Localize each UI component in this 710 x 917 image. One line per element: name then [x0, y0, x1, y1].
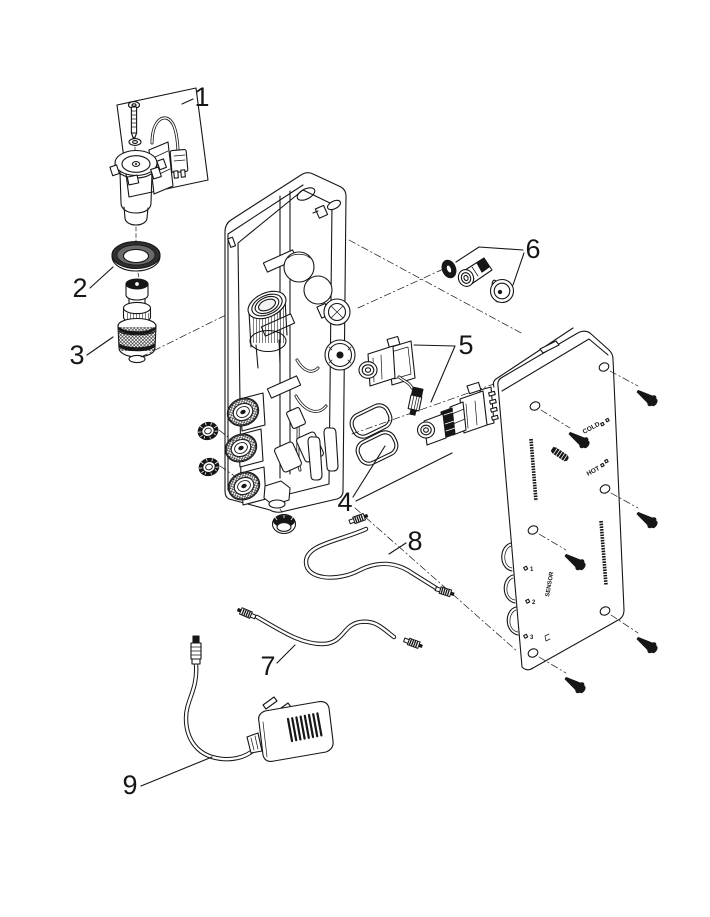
assembly-axes — [348, 239, 524, 653]
part-1-solenoid-valve — [109, 101, 189, 242]
callout-4: 4 — [337, 487, 352, 517]
callout-6: 6 — [525, 234, 540, 264]
callouts: 1 2 3 4 5 6 7 8 9 — [69, 82, 540, 800]
part-3-filter-cartridge — [117, 278, 157, 364]
port-1-label: 1 — [530, 567, 534, 573]
part-5-sensor — [358, 335, 424, 416]
part-8-cable — [303, 511, 456, 599]
part-7-cable — [235, 605, 425, 651]
callout-3: 3 — [69, 340, 84, 370]
part-4-gaskets — [349, 403, 399, 466]
cover-plate: COLD HOT SENSOR 1 2 3 — [492, 327, 660, 696]
part-9-power-adapter — [183, 635, 334, 762]
port-3-label: 3 — [530, 635, 534, 641]
micro-text-strip — [529, 438, 538, 502]
callout-7: 7 — [260, 651, 275, 681]
callout-1: 1 — [194, 82, 209, 112]
barrel-connector — [190, 635, 202, 665]
bottom-cap — [271, 513, 297, 535]
part-6-plug-set — [441, 257, 515, 304]
callout-8: 8 — [407, 526, 422, 556]
main-body-manifold — [194, 172, 356, 535]
port-2-label: 2 — [532, 600, 536, 606]
callout-2: 2 — [72, 273, 87, 303]
part-2-seal-ring — [111, 240, 161, 279]
plug-body — [246, 696, 334, 762]
callout-9: 9 — [122, 770, 137, 800]
screw-guide-lines — [538, 370, 639, 674]
callout-5: 5 — [458, 330, 473, 360]
part-4-valve-cartridge — [416, 381, 499, 446]
sensor-label: SENSOR — [545, 571, 555, 598]
